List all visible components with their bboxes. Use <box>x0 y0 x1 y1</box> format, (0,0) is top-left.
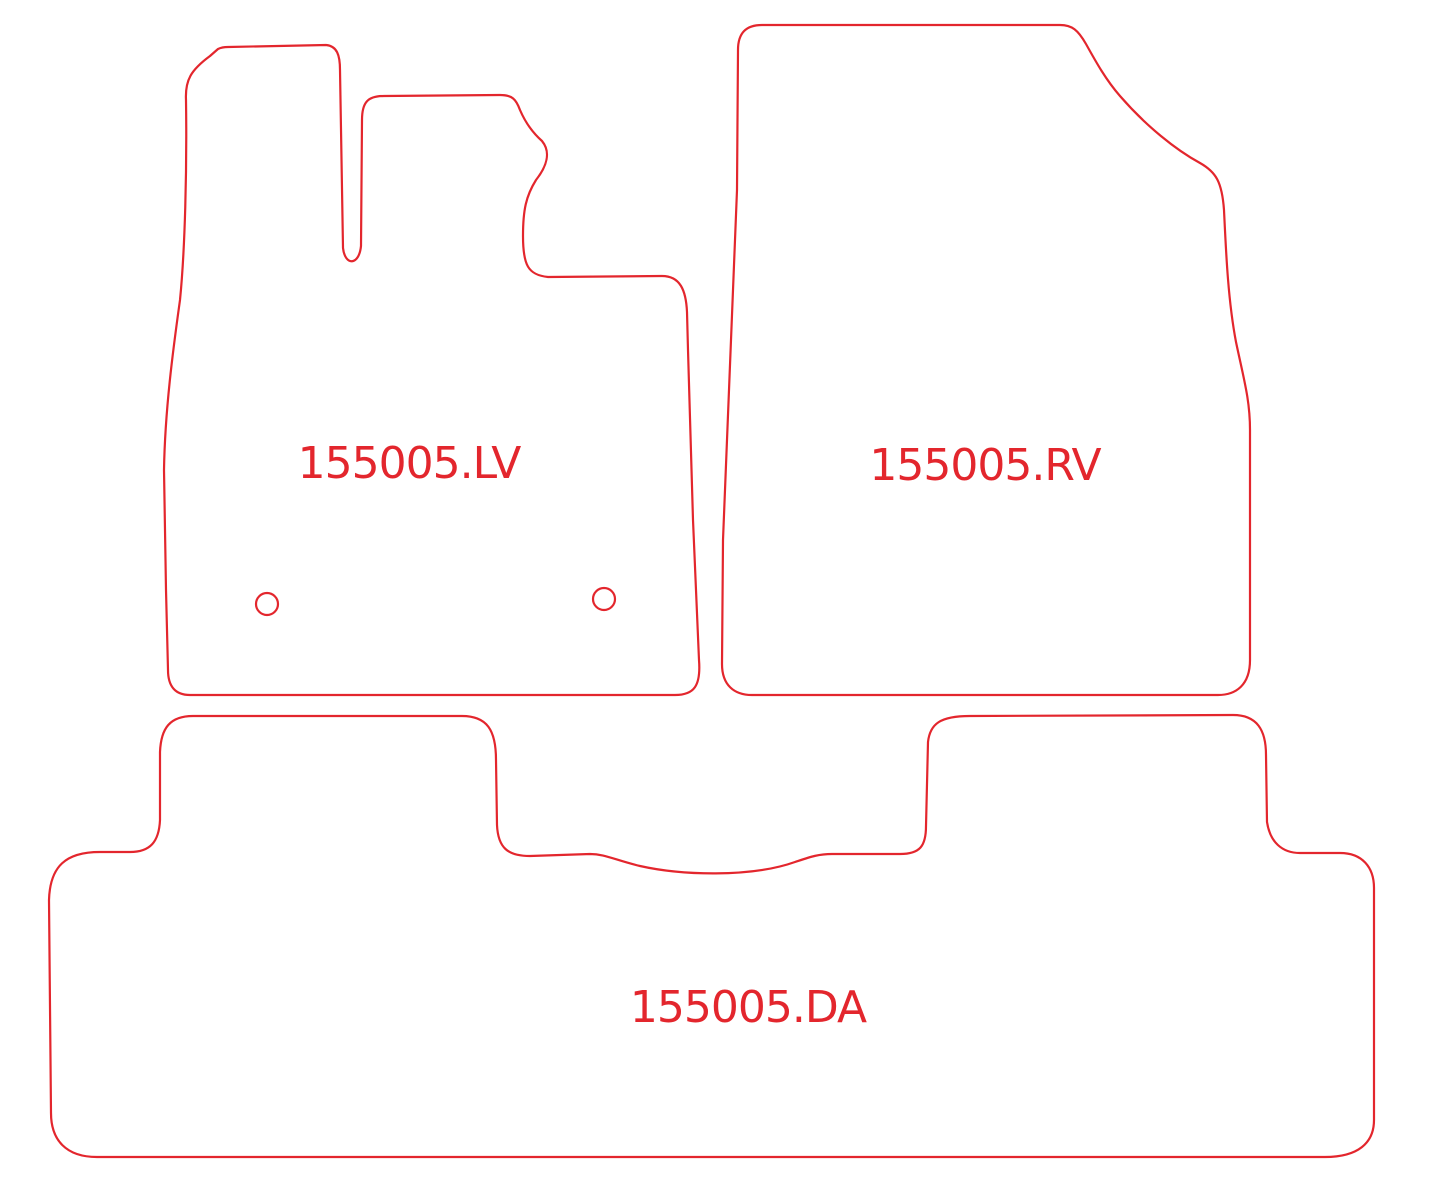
rear-mat: 155005.DA <box>47 713 1376 1159</box>
fixing-clip-1 <box>254 591 280 617</box>
rear-mat-outline <box>47 713 1376 1159</box>
front-right-mat-label: 155005.RV <box>869 440 1101 491</box>
front-left-mat-label: 155005.LV <box>298 438 522 489</box>
rear-mat-label: 155005.DA <box>630 982 867 1033</box>
front-right-mat: 155005.RV <box>720 23 1252 697</box>
fixing-clip-2 <box>591 586 617 612</box>
front-left-mat: 155005.LV <box>162 43 701 697</box>
front-left-mat-outline <box>162 43 701 697</box>
front-right-mat-outline <box>720 23 1252 697</box>
